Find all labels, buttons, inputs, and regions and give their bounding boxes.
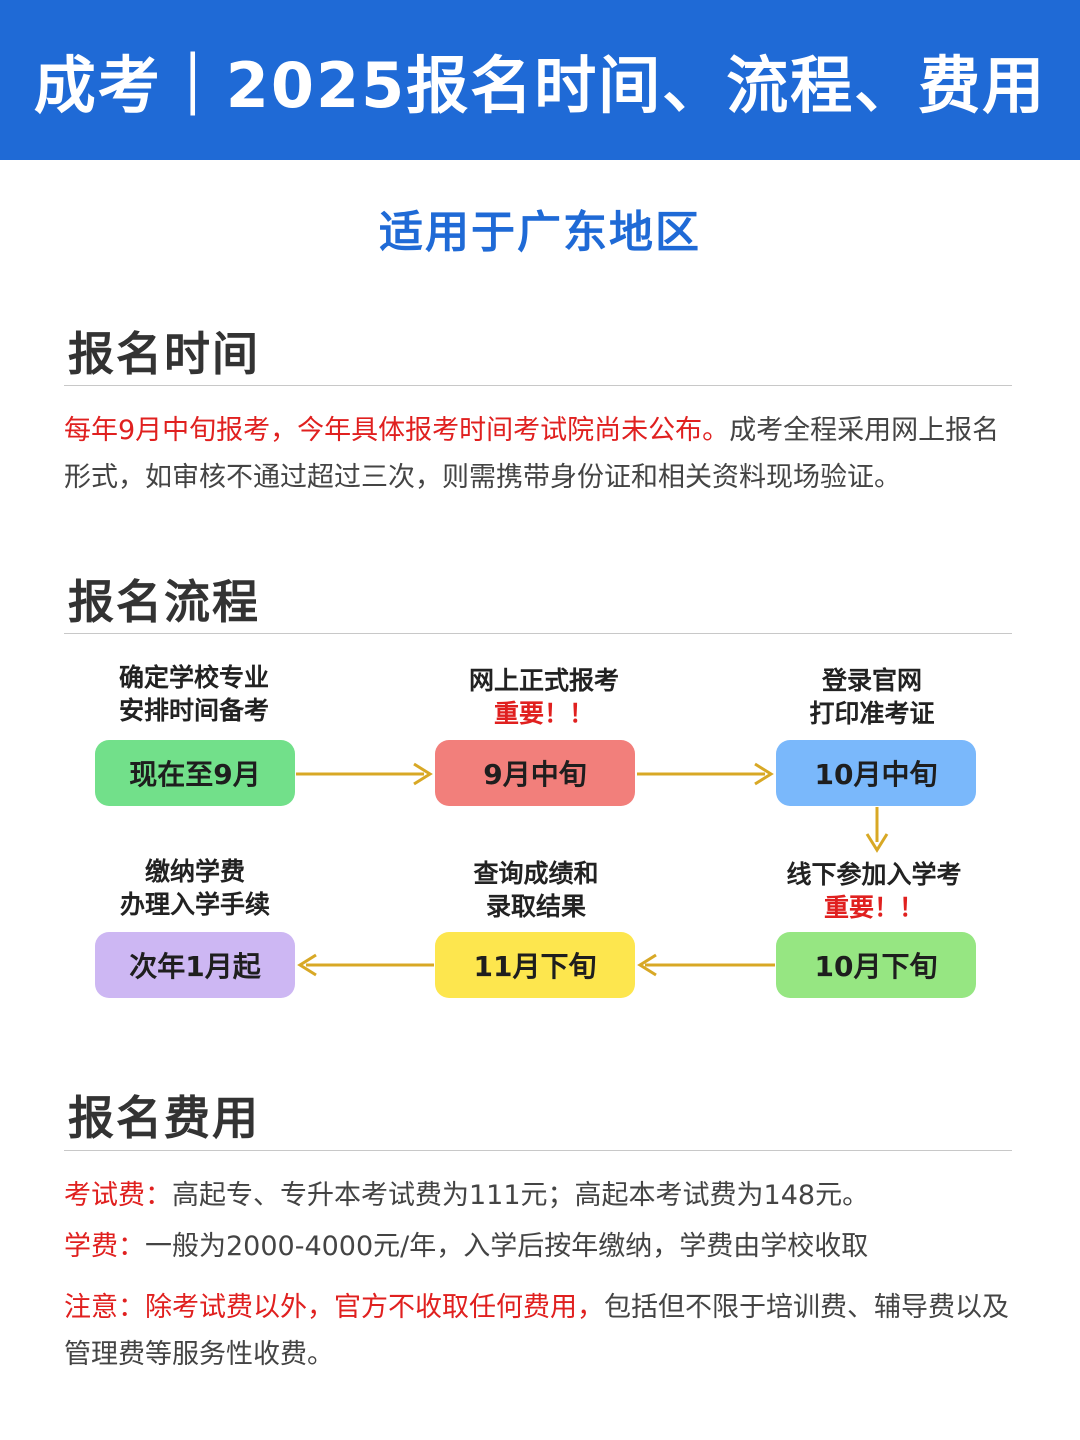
section-heading-time: 报名时间 [68,327,260,381]
arrow-left-2-head [297,953,317,977]
arrow-down-head [865,833,889,853]
arrow-right-1-head [413,762,433,786]
step-2-box: 9月中旬 [435,740,635,806]
arrow-left-1-head [637,953,657,977]
step-1-label-line1: 确定学校专业 [118,663,269,692]
step-5-box-text: 11月下旬 [473,950,597,983]
exam-fee-line: 考试费：高起专、专升本考试费为111元；高起本考试费为148元。 [64,1172,1026,1219]
step-3-box-text: 10月中旬 [814,758,938,791]
step-2-important: 重要！！ [493,699,594,728]
region-subtitle: 适用于广东地区 [379,207,701,258]
arrow-right-2-head [754,762,774,786]
tuition-label: 学费： [64,1231,145,1262]
step-1-box: 现在至9月 [95,740,295,806]
note-text: 包括但不限于培训费、辅导费以及管理费等服务性收费。 [64,1292,1009,1370]
step-2-label: 网上正式报考 重要！！ [414,664,674,730]
step-4-label-line1: 线下参加入学考 [786,860,962,889]
step-6-label: 缴纳学费 办理入学手续 [65,855,325,921]
step-6-box: 次年1月起 [95,932,295,998]
step-5-box: 11月下旬 [435,932,635,998]
step-6-label-line2: 办理入学手续 [119,890,270,919]
step-4-box-text: 10月下旬 [814,950,938,983]
step-4-box: 10月下旬 [776,932,976,998]
note-paragraph: 注意：除考试费以外，官方不收取任何费用，包括但不限于培训费、辅导费以及管理费等服… [64,1284,1026,1378]
tuition-text: 一般为2000-4000元/年，入学后按年缴纳，学费由学校收取 [145,1231,869,1262]
registration-time-highlight: 每年9月中旬报考，今年具体报考时间考试院尚未公布。 [64,415,730,446]
page-title: 成考｜2025报名时间、流程、费用 [33,49,1047,122]
step-4-label: 线下参加入学考 重要！！ [744,858,1004,924]
step-5-label-line2: 录取结果 [485,892,586,921]
note-label: 注意： [64,1292,145,1323]
step-1-box-text: 现在至9月 [129,758,261,791]
step-4-important: 重要！！ [823,893,924,922]
exam-fee-text: 高起专、专升本考试费为111元；高起本考试费为148元。 [172,1180,870,1211]
step-5-label-line1: 查询成绩和 [473,859,599,888]
section-heading-fees: 报名费用 [68,1091,260,1145]
step-6-label-line1: 缴纳学费 [144,857,245,886]
divider [64,385,1012,386]
note-highlight: 除考试费以外，官方不收取任何费用， [145,1292,604,1323]
exam-fee-label: 考试费： [64,1180,172,1211]
step-6-box-text: 次年1月起 [129,950,261,983]
step-3-label-line2: 打印准考证 [809,699,935,728]
tuition-line: 学费：一般为2000-4000元/年，入学后按年缴纳，学费由学校收取 [64,1223,1026,1270]
step-3-label: 登录官网 打印准考证 [742,664,1002,730]
section-heading-process: 报名流程 [68,575,260,629]
divider [64,1150,1012,1151]
step-3-label-line1: 登录官网 [821,666,922,695]
registration-time-body: 成考全程采用网上报名形式，如审核不通过超过三次，则需携带身份证和相关资料现场验证… [64,415,1000,493]
divider [64,633,1012,634]
step-3-box: 10月中旬 [776,740,976,806]
step-2-label-line1: 网上正式报考 [468,666,619,695]
title-banner: 成考｜2025报名时间、流程、费用 [0,0,1080,160]
step-5-label: 查询成绩和 录取结果 [406,857,666,923]
step-1-label: 确定学校专业 安排时间备考 [64,661,324,727]
step-1-label-line2: 安排时间备考 [118,696,269,725]
registration-time-text: 每年9月中旬报考，今年具体报考时间考试院尚未公布。成考全程采用网上报名形式，如审… [64,407,1026,501]
step-2-box-text: 9月中旬 [483,758,587,791]
